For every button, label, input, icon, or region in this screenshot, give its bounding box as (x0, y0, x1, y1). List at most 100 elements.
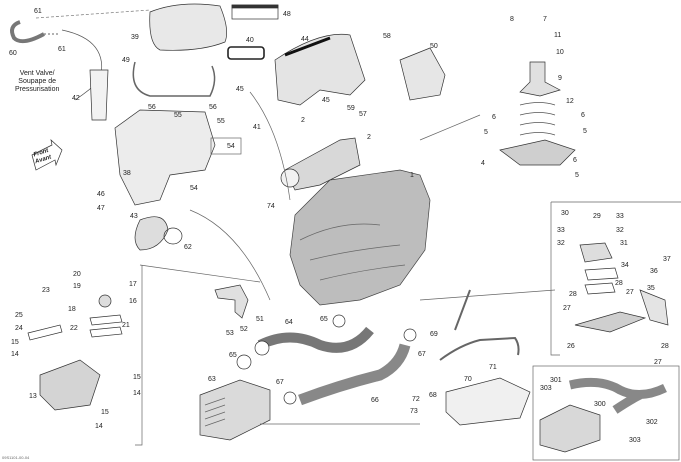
part-callout-6: 6 (581, 112, 585, 119)
outlet-hose (298, 343, 411, 406)
part-callout-56: 56 (148, 104, 156, 111)
front-arrow-icon (31, 139, 63, 171)
part-callout-39: 39 (131, 34, 139, 41)
part-callout-48: 48 (283, 11, 291, 18)
part-callout-26: 26 (567, 343, 575, 350)
part-callout-32: 32 (616, 227, 624, 234)
part-callout-34: 34 (621, 262, 629, 269)
part-callout-31: 31 (620, 240, 628, 247)
part-callout-43: 43 (130, 213, 138, 220)
part-callout-66: 66 (371, 397, 379, 404)
airbox-cover (149, 3, 227, 51)
part-callout-54: 54 (190, 185, 198, 192)
part-callout-19: 19 (73, 283, 81, 290)
intake-manifold (284, 137, 361, 191)
part-callout-301: 301 (550, 377, 562, 384)
part-callout-8: 8 (510, 16, 514, 23)
rear-mount-plate (574, 311, 647, 333)
engine-mount-bracket (519, 61, 561, 97)
front-mount-plate (39, 359, 101, 411)
vent-note-line-2: Soupape de (18, 78, 57, 85)
part-callout-13: 13 (29, 393, 37, 400)
wiring-bracket (214, 284, 249, 319)
part-callout-11: 11 (554, 32, 562, 39)
part-callout-15: 15 (133, 374, 141, 381)
part-callout-302: 302 (646, 419, 658, 426)
part-callout-59: 59 (347, 105, 355, 112)
part-callout-41: 41 (253, 124, 261, 131)
part-callout-46: 46 (97, 191, 105, 198)
part-callout-24: 24 (15, 325, 23, 332)
part-callout-33: 33 (557, 227, 565, 234)
part-callout-2: 2 (301, 117, 305, 124)
part-callout-300: 300 (594, 401, 606, 408)
part-callout-49: 49 (122, 57, 130, 64)
drawing-code: 09S1101-00-04 (2, 455, 30, 460)
part-callout-68: 68 (429, 392, 437, 399)
part-callout-5: 5 (583, 128, 587, 135)
part-callout-12: 12 (566, 98, 574, 105)
part-callout-58: 58 (383, 33, 391, 40)
part-callout-7: 7 (543, 16, 547, 23)
part-callout-29: 29 (593, 213, 601, 220)
part-callout-1: 1 (410, 172, 414, 179)
part-callout-65: 65 (320, 316, 328, 323)
part-callout-27: 27 (626, 289, 634, 296)
part-callout-72: 72 (412, 396, 420, 403)
gasket (227, 46, 265, 60)
part-callout-28: 28 (661, 343, 669, 350)
engine-block (289, 169, 431, 306)
intake-tube (89, 69, 109, 121)
strap (439, 336, 520, 361)
vent-note-line-1: Vent Valve/ (19, 70, 55, 77)
part-callout-36: 36 (650, 268, 658, 275)
part-callout-14: 14 (11, 351, 19, 358)
part-callout-60: 60 (9, 50, 17, 57)
part-callout-38: 38 (123, 170, 131, 177)
part-callout-2: 2 (367, 134, 371, 141)
plenum-cover (274, 34, 366, 106)
part-callout-35: 35 (647, 285, 655, 292)
vent-valve-note: Vent Valve/ Soupape de Pressurisation (15, 70, 59, 94)
part-callout-303: 303 (540, 385, 552, 392)
mount-plate-front (499, 139, 576, 166)
part-callout-62: 62 (184, 244, 192, 251)
part-callout-9: 9 (558, 75, 562, 82)
part-callout-10: 10 (556, 49, 564, 56)
air-adapter (134, 216, 169, 251)
part-callout-6: 6 (492, 114, 496, 121)
part-callout-28: 28 (615, 280, 623, 287)
part-callout-61: 61 (34, 8, 42, 15)
part-callout-53: 53 (226, 330, 234, 337)
part-callout-64: 64 (285, 319, 293, 326)
part-callout-70: 70 (464, 376, 472, 383)
part-callout-17: 17 (129, 281, 137, 288)
part-callout-50: 50 (430, 43, 438, 50)
part-callout-23: 23 (42, 287, 50, 294)
part-callout-5: 5 (484, 129, 488, 136)
part-callout-63: 63 (208, 376, 216, 383)
part-callout-69: 69 (430, 331, 438, 338)
part-callout-67: 67 (418, 351, 426, 358)
part-callout-27: 27 (563, 305, 571, 312)
alt-intake-hose (568, 377, 667, 399)
part-callout-14: 14 (133, 390, 141, 397)
part-callout-52: 52 (240, 326, 248, 333)
part-callout-56: 56 (209, 104, 217, 111)
part-callout-45: 45 (322, 97, 330, 104)
part-callout-20: 20 (73, 271, 81, 278)
intercooler (199, 379, 271, 441)
vent-note-line-3: Pressurisation (15, 86, 60, 93)
part-callout-74: 74 (267, 203, 275, 210)
part-callout-47: 47 (97, 205, 105, 212)
part-callout-45: 45 (236, 86, 244, 93)
part-callout-67: 67 (276, 379, 284, 386)
part-callout-16: 16 (129, 298, 137, 305)
part-callout-65: 65 (229, 352, 237, 359)
alt-intercooler (539, 404, 601, 453)
part-callout-51: 51 (256, 316, 264, 323)
part-callout-33: 33 (616, 213, 624, 220)
part-callout-4: 4 (481, 160, 485, 167)
part-callout-21: 21 (122, 322, 130, 329)
